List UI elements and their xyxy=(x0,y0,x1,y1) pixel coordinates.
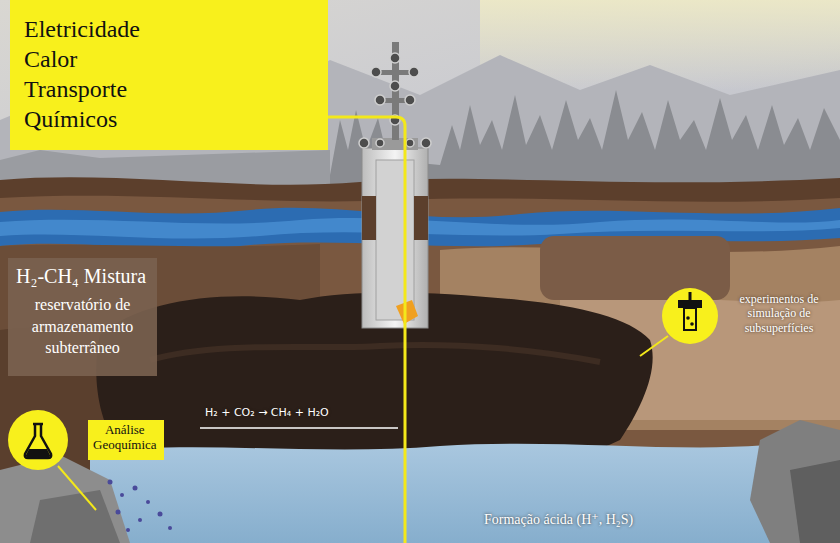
experiment-icon xyxy=(690,322,694,326)
rock xyxy=(790,460,840,543)
analysis-box: Análise Geoquímica xyxy=(88,420,164,460)
mineral-dots xyxy=(108,480,173,533)
mineral-dot xyxy=(168,526,172,530)
experiment-icon xyxy=(686,316,690,320)
valve xyxy=(409,67,419,77)
valve xyxy=(376,139,384,147)
valve xyxy=(375,95,385,105)
node-body: reservatório de armazenamento subterrâne… xyxy=(20,294,146,359)
experiment-icon xyxy=(684,308,696,330)
experiment-icon xyxy=(678,300,702,308)
mineral-dot xyxy=(120,493,124,497)
mineral-dot xyxy=(126,528,130,532)
leader-line xyxy=(58,466,96,510)
leader-line xyxy=(640,336,668,356)
flask-liquid xyxy=(26,449,51,457)
rock xyxy=(750,420,840,543)
mineral-dot xyxy=(158,512,163,517)
experiment-label: experimentos de simulação de subsuperfíc… xyxy=(726,292,832,335)
gas-spark xyxy=(396,300,418,324)
valve xyxy=(405,95,415,105)
flask-icon-circle xyxy=(8,410,68,470)
rock xyxy=(30,490,120,543)
node-heading: H₂-CH₄ Mistura xyxy=(16,264,149,288)
reaction-equation: H₂ + CO₂ → CH₄ + H₂O xyxy=(205,406,329,419)
casing-band xyxy=(414,196,428,240)
valve xyxy=(421,138,431,148)
node-heading: Análise Geoquímica xyxy=(93,423,157,453)
mineral-dot xyxy=(138,518,142,522)
acid-formation-label: Formação ácida (H⁺, H₂S) xyxy=(484,512,633,529)
valves xyxy=(359,53,431,148)
mineral-dot xyxy=(146,500,150,504)
acid-formation-water xyxy=(90,444,780,543)
valve xyxy=(406,139,414,147)
flask-icon xyxy=(25,424,51,458)
blurred-patch xyxy=(540,236,730,300)
valve xyxy=(371,67,381,77)
reservoir-texture xyxy=(150,345,600,362)
experiment-icon-circle xyxy=(662,288,718,344)
node-heading: Eletricidade Calor Transporte Químicos xyxy=(24,14,140,134)
valve xyxy=(359,138,369,148)
reservoir-box: H₂-CH₄ Mistura reservatório de armazename… xyxy=(8,258,157,376)
valve xyxy=(390,53,400,63)
experiment-icon xyxy=(689,292,692,300)
casing-band xyxy=(362,196,376,240)
valve xyxy=(390,81,400,91)
well-casing xyxy=(362,148,428,328)
mineral-dot xyxy=(133,486,138,491)
well-bore xyxy=(376,160,414,320)
energy-line xyxy=(328,117,405,543)
equation-underline xyxy=(200,427,398,429)
rock xyxy=(0,455,130,543)
mineral-dot xyxy=(108,480,113,485)
mineral-dot xyxy=(116,510,121,515)
topsoil xyxy=(0,177,840,543)
output-uses-box: Eletricidade Calor Transporte Químicos xyxy=(10,0,328,150)
